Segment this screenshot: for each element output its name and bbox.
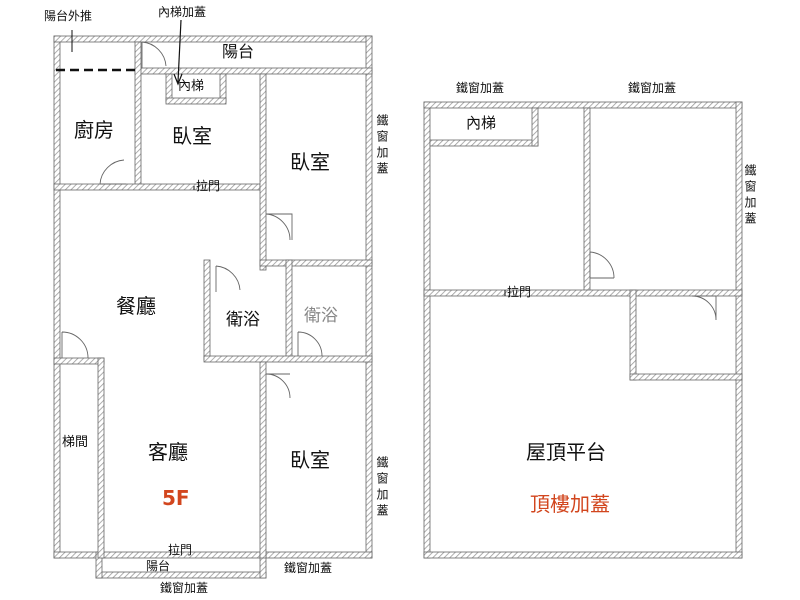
roof-doors [589, 251, 717, 321]
label-balcony-bottom: 陽台 [146, 559, 171, 573]
label-dining: 餐廳 [116, 294, 156, 318]
floor-label-5f: 5F [162, 486, 190, 510]
label-bath-2: 衛浴 [304, 306, 338, 326]
label-roof-iron-window-side: 鐵窗加蓋 [743, 164, 757, 228]
floor5-walls [53, 35, 373, 579]
label-kitchen: 廚房 [74, 118, 114, 142]
label-stairwell: 梯間 [62, 435, 89, 450]
label-roof-iron-window-top-right: 鐵窗加蓋 [628, 81, 677, 95]
label-iron-window-bottom-left: 鐵窗加蓋 [160, 581, 209, 595]
label-iron-window-side-top: 鐵窗加蓋 [375, 114, 389, 178]
label-sliding-door-top: 拉門 [196, 179, 221, 193]
floor5-markers [56, 19, 195, 190]
label-roof-sliding-door: 拉門 [507, 285, 532, 299]
label-balcony-extend: 陽台外推 [44, 9, 93, 23]
label-inner-stair-cover: 內梯加蓋 [158, 5, 207, 19]
label-inner-stair: 內梯 [178, 79, 205, 94]
label-bedroom-3: 臥室 [290, 448, 330, 472]
label-rooftop-terrace: 屋頂平台 [526, 440, 606, 464]
label-bath-1: 衛浴 [226, 310, 260, 330]
label-bedroom-1: 臥室 [172, 124, 212, 148]
label-iron-window-side-bottom: 鐵窗加蓋 [375, 456, 389, 520]
label-balcony-top: 陽台 [222, 42, 255, 61]
label-sliding-door-bottom: 拉門 [168, 543, 193, 557]
label-rooftop-addition: 頂樓加蓋 [530, 492, 610, 516]
label-bedroom-2: 臥室 [290, 150, 330, 174]
label-living: 客廳 [148, 440, 188, 464]
floor5-doors [61, 41, 323, 399]
label-roof-iron-window-top-left: 鐵窗加蓋 [456, 81, 505, 95]
label-iron-window-bottom-right: 鐵窗加蓋 [284, 561, 333, 575]
label-roof-inner-stair: 內梯 [466, 114, 497, 132]
roof-walls [423, 101, 743, 559]
